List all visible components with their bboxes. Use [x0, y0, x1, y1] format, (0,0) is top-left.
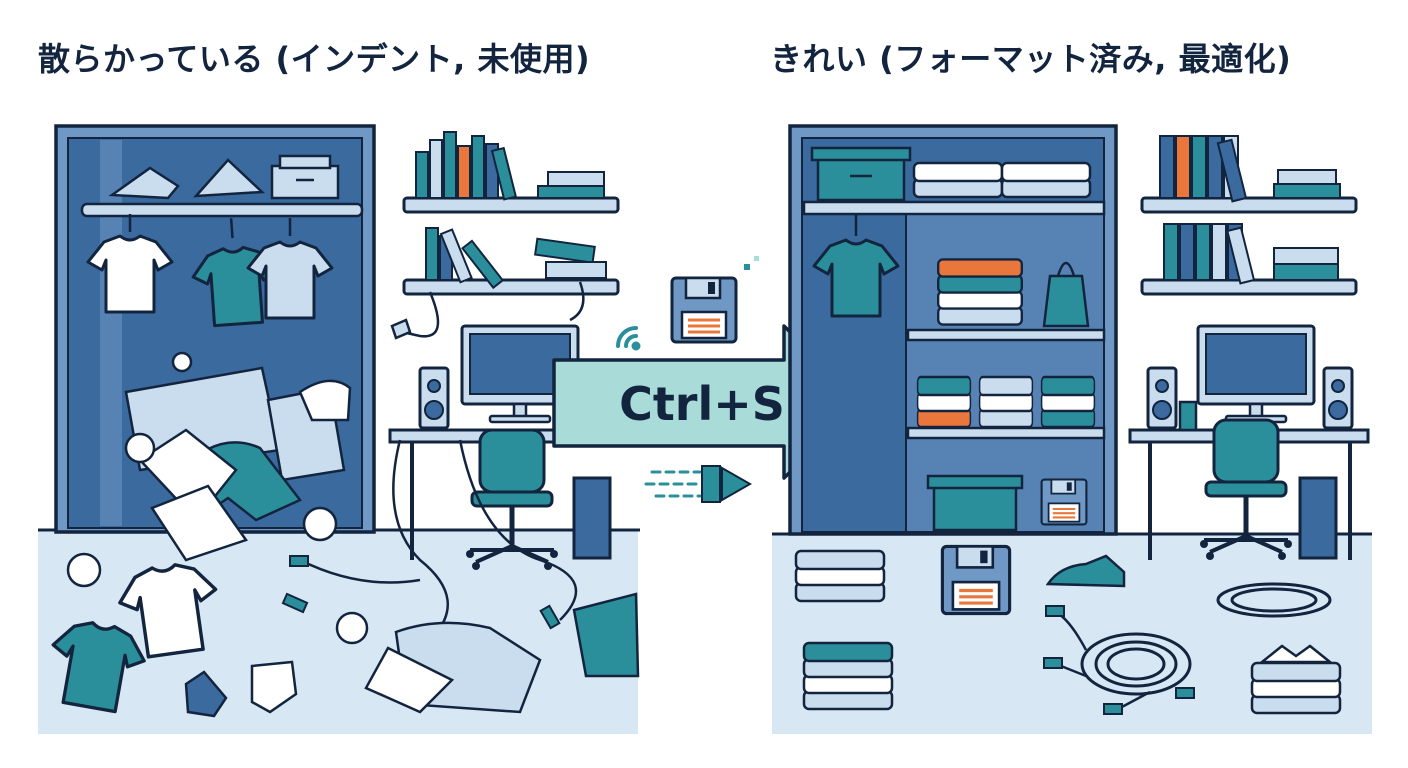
clean-closet — [788, 124, 1118, 536]
floppy-disk-icon — [670, 276, 738, 344]
signal-icon — [616, 326, 641, 351]
messy-bookshelf — [390, 131, 620, 340]
messy-closet — [54, 124, 376, 534]
speed-lines-icon — [644, 465, 753, 503]
clean-room — [772, 124, 1372, 734]
messy-room — [38, 124, 644, 734]
messy-panel-title: 散らかっている (インデント, 未使用) — [38, 40, 591, 78]
clean-floor-items — [794, 544, 1342, 715]
save-transition: Ctrl+S — [552, 256, 864, 503]
ctrl-s-label: Ctrl+S — [619, 377, 785, 431]
clean-panel-title: きれい (フォーマット済み, 最適化) — [770, 40, 1292, 78]
clean-bookshelf — [1140, 135, 1358, 296]
messy-floor-items — [41, 351, 640, 718]
clean-desk — [1128, 324, 1370, 618]
